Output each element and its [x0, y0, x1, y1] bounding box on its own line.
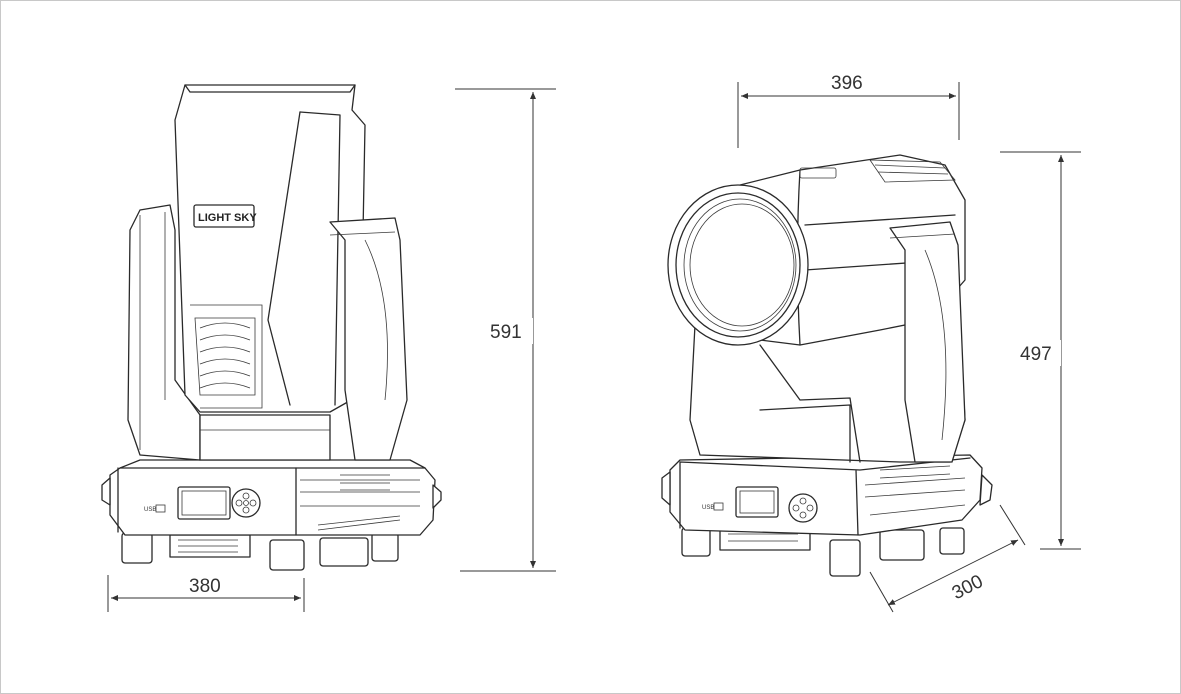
front-right-arm: [329, 217, 408, 461]
front-base-clamps: [121, 532, 399, 571]
side-depth-value: 300: [949, 571, 987, 604]
side-lens: [667, 184, 809, 346]
front-base-housing: USB: [101, 459, 442, 536]
side-view-fixture: USB: [661, 154, 993, 577]
side-right-arm: [889, 221, 966, 463]
front-usb-label: USB: [144, 507, 156, 513]
front-height-value: 591: [490, 322, 522, 343]
front-head: LIGHT SKY: [174, 84, 366, 413]
front-height-dimension: 591: [455, 88, 556, 572]
front-yoke-center: [199, 414, 331, 461]
front-view-fixture: USB LIGHT SKY: [101, 84, 442, 571]
side-base-clamps: [681, 527, 965, 577]
front-width-value: 380: [189, 576, 221, 597]
side-height-dimension: 497: [1000, 151, 1081, 550]
side-height-value: 497: [1020, 344, 1052, 365]
side-width-dimension: 396: [737, 73, 960, 148]
front-logo-text: LIGHT SKY: [198, 212, 257, 224]
side-width-value: 396: [831, 73, 863, 94]
front-width-dimension: 380: [107, 575, 305, 612]
side-usb-label: USB: [702, 505, 714, 511]
side-base-housing: USB: [661, 454, 993, 536]
